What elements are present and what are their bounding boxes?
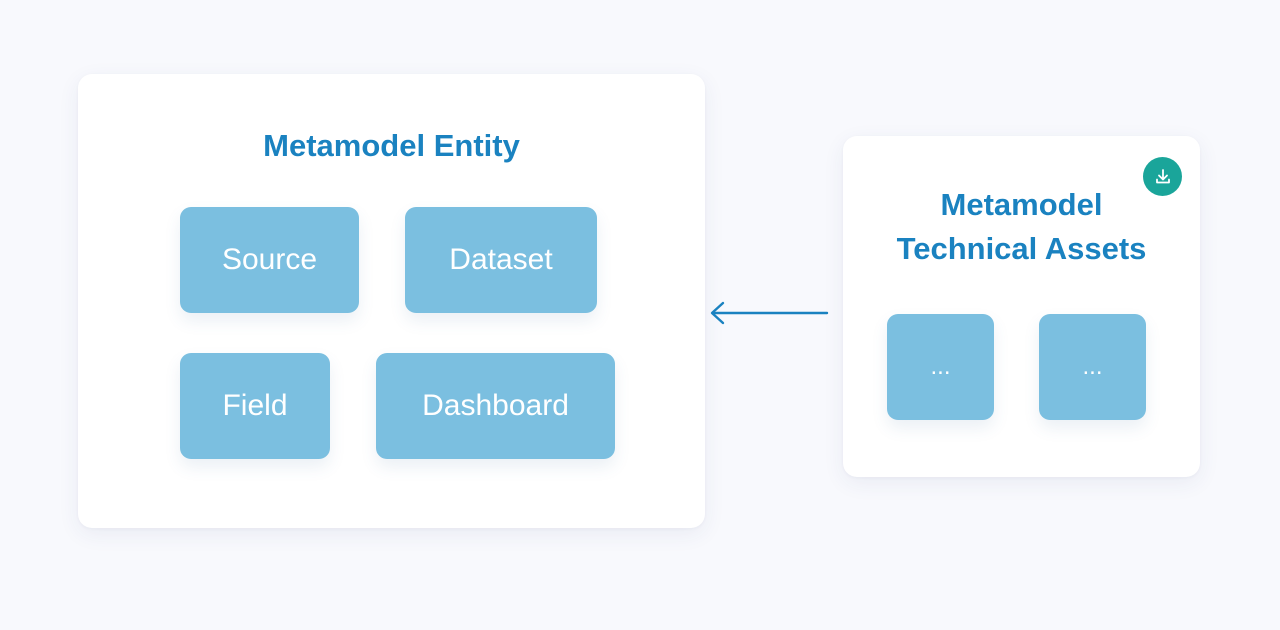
asset-tile-2[interactable]: ... <box>1039 314 1146 420</box>
metamodel-entity-card: Metamodel Entity Source Dataset Field Da… <box>78 74 705 528</box>
download-icon <box>1155 168 1170 183</box>
entity-tile-label: Field <box>222 389 288 422</box>
entity-tile-dataset[interactable]: Dataset <box>405 207 597 313</box>
asset-tile-label: ... <box>930 353 951 380</box>
download-button[interactable] <box>1143 157 1182 196</box>
entity-tile-label: Dashboard <box>422 389 569 422</box>
entity-tile-source[interactable]: Source <box>180 207 359 313</box>
entity-tile-label: Source <box>221 243 318 276</box>
metamodel-technical-assets-title: Metamodel Technical Assets <box>843 183 1200 271</box>
entity-tile-field[interactable]: Field <box>180 353 330 459</box>
assets-title-line2: Technical Assets <box>896 231 1147 266</box>
metamodel-technical-assets-card: Metamodel Technical Assets ... ... <box>843 136 1200 477</box>
arrow-left-icon <box>710 301 829 325</box>
asset-tile-1[interactable]: ... <box>887 314 994 420</box>
entity-tile-label: Dataset <box>449 243 553 276</box>
assets-title-line1: Metamodel <box>940 187 1103 222</box>
entity-tile-dashboard[interactable]: Dashboard <box>376 353 615 459</box>
asset-tile-label: ... <box>1082 353 1103 380</box>
metamodel-entity-title: Metamodel Entity <box>263 128 520 163</box>
